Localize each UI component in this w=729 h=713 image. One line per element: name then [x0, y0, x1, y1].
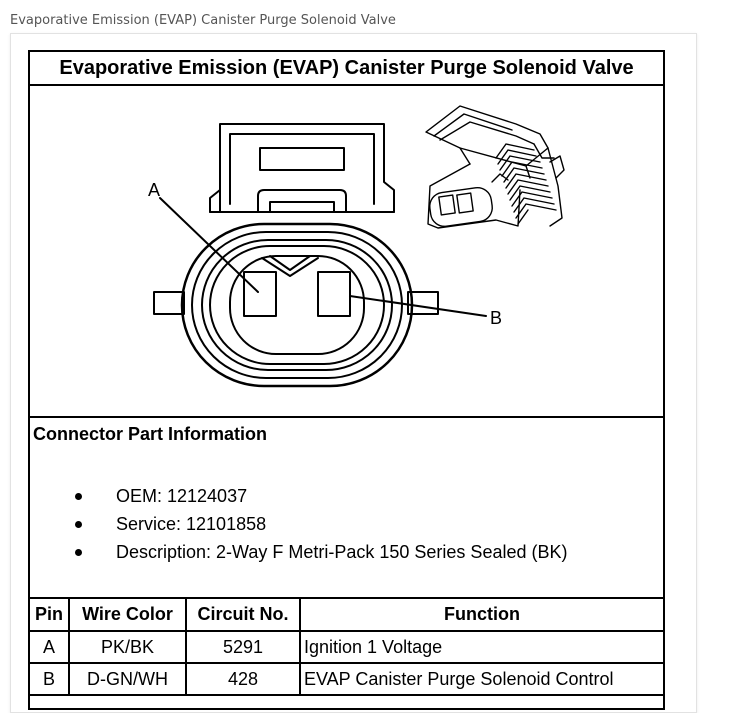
leader-line-a: [159, 197, 259, 293]
outer-ring: [180, 222, 414, 388]
header-function: Function: [299, 599, 663, 632]
latch-slot: [259, 147, 345, 171]
bullet-icon: [75, 549, 82, 556]
bullet-icon: [75, 493, 82, 500]
connector-thumbnail: [425, 105, 565, 229]
cell-wire-color: D-GN/WH: [68, 662, 187, 696]
pin-label-a: A: [148, 180, 160, 200]
list-item-description: Description: 2-Way F Metri-Pack 150 Seri…: [30, 538, 568, 566]
connector-latch: [219, 123, 395, 213]
inner-cavity: [229, 255, 365, 355]
header-wire-color: Wire Color: [68, 599, 187, 632]
info-list: OEM: 12124037 Service: 12101858 Descript…: [30, 482, 568, 566]
header-circuit-no: Circuit No.: [185, 599, 301, 632]
cell-circuit-no: 428: [185, 662, 301, 696]
service-text: Service: 12101858: [116, 514, 267, 534]
table-row: A PK/BK 5291 Ignition 1 Voltage: [30, 630, 663, 664]
cell-pin: B: [30, 662, 70, 696]
pin-label-b: B: [490, 308, 502, 328]
thumbnail-face: [429, 186, 493, 228]
connector-drawing: A B: [30, 86, 663, 418]
page-caption: Evaporative Emission (EVAP) Canister Pur…: [10, 13, 396, 28]
info-heading: Connector Part Information: [33, 424, 268, 444]
oem-text: OEM: 12124037: [116, 486, 248, 506]
pin-table: Pin Wire Color Circuit No. Function A PK…: [30, 599, 663, 696]
cell-function: EVAP Canister Purge Solenoid Control: [299, 662, 663, 696]
header-pin: Pin: [30, 599, 70, 632]
table-row: B D-GN/WH 428 EVAP Canister Purge Soleno…: [30, 662, 663, 696]
left-tab: [153, 291, 185, 315]
list-item-oem: OEM: 12124037: [30, 482, 568, 510]
connector-diagram-svg: A B: [148, 105, 565, 388]
cell-wire-color: PK/BK: [68, 630, 187, 664]
cell-circuit-no: 5291: [185, 630, 301, 664]
terminal-a: [243, 271, 277, 317]
cell-function: Ignition 1 Voltage: [299, 630, 663, 664]
connector-part-info: Connector Part Information OEM: 12124037…: [30, 418, 663, 599]
right-tab: [407, 291, 439, 315]
cell-pin: A: [30, 630, 70, 664]
leader-line-b: [349, 295, 487, 317]
terminal-b: [317, 271, 351, 317]
list-item-service: Service: 12101858: [30, 510, 568, 538]
bullet-icon: [75, 521, 82, 528]
document-title: Evaporative Emission (EVAP) Canister Pur…: [30, 52, 663, 86]
table-header-row: Pin Wire Color Circuit No. Function: [30, 599, 663, 632]
connector-document: Evaporative Emission (EVAP) Canister Pur…: [28, 50, 665, 710]
description-text: Description: 2-Way F Metri-Pack 150 Seri…: [116, 542, 568, 562]
